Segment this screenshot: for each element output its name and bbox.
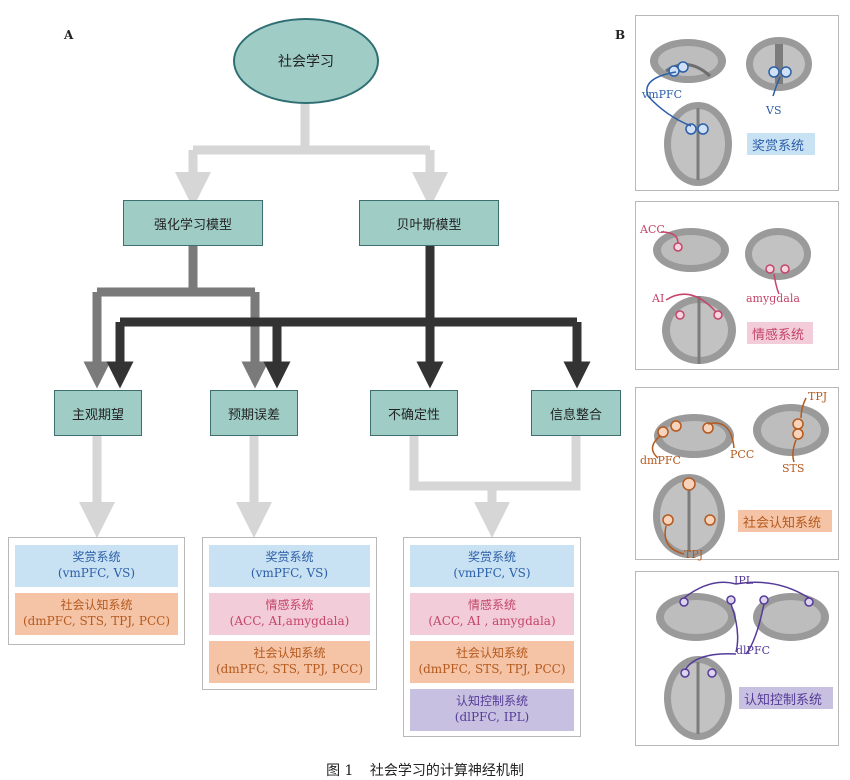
bayes-model-arrows (106, 246, 591, 389)
label-tpj-bottom: TPJ (684, 548, 704, 561)
system-regions: (dmPFC, STS, TPJ, PCC) (215, 662, 364, 676)
system-title: 奖赏系统 (265, 550, 314, 564)
subjective-expectation-box: 主观期望 (54, 390, 142, 436)
affective-system-item: 情感系统 (ACC, AI,amygdala) (209, 593, 370, 635)
reward-system-item: 奖赏系统 (vmPFC, VS) (209, 545, 370, 587)
affective-system-label: 情感系统 (747, 322, 813, 344)
social-cognition-system-item: 社会认知系统 (dmPFC, STS, TPJ, PCC) (209, 641, 370, 683)
system-title: 奖赏系统 (72, 550, 121, 564)
cognitive-control-system-label: 认知控制系统 (739, 687, 833, 709)
reward-system-label: 奖赏系统 (747, 133, 815, 155)
system-title: 情感系统 (265, 598, 314, 612)
root-to-models-arrows (175, 104, 448, 208)
rl-model-arrows (83, 246, 269, 389)
system-regions: (dmPFC, STS, TPJ, PCC) (22, 614, 171, 628)
label-pcc: PCC (730, 448, 755, 461)
affective-system-item: 情感系统 (ACC, AI , amygdala) (410, 593, 574, 635)
information-integration-box: 信息整合 (531, 390, 621, 436)
label-vs: VS (766, 104, 782, 117)
reward-brain-illustration (646, 37, 812, 186)
cognitive-control-brain-panel: IPL dlPFC 认知控制系统 (635, 571, 839, 746)
cognitive-control-system-item: 认知控制系统 (dlPFC, IPL) (410, 689, 574, 731)
label-ai: AI (652, 292, 665, 305)
social-cognition-system-item: 社会认知系统 (dmPFC, STS, TPJ, PCC) (15, 593, 178, 635)
label-sts: STS (782, 462, 805, 475)
system-title: 社会认知系统 (253, 646, 326, 660)
label-tpj-top: TPJ (808, 390, 828, 403)
label-amygdala: amygdala (746, 292, 800, 305)
figure-number: 图 1 (326, 763, 354, 779)
label-acc: ACC (640, 223, 665, 236)
brain-system-group-2: 奖赏系统 (vmPFC, VS) 情感系统 (ACC, AI,amygdala)… (202, 537, 377, 690)
reward-system-item: 奖赏系统 (vmPFC, VS) (15, 545, 178, 587)
system-regions: (vmPFC, VS) (250, 566, 329, 580)
system-title: 社会认知系统 (455, 646, 528, 660)
panel-a-letter: A (64, 28, 74, 42)
system-regions: (ACC, AI,amygdala) (229, 614, 350, 628)
system-title: 奖赏系统 (467, 550, 516, 564)
system-title: 认知控制系统 (455, 694, 528, 708)
label-ipl: IPL (734, 574, 754, 587)
affective-brain-illustration (653, 228, 811, 364)
social-cognition-brain-panel: TPJ dmPFC PCC STS TPJ 社会认知系统 (635, 387, 839, 561)
brain-system-group-3: 奖赏系统 (vmPFC, VS) 情感系统 (ACC, AI , amygdal… (403, 537, 581, 737)
cognitive-control-brain-illustration (656, 581, 829, 740)
system-regions: (vmPFC, VS) (57, 566, 136, 580)
system-title: 社会认知系统 (60, 598, 133, 612)
concept-to-group-arrows (79, 436, 581, 538)
bayes-model-box: 贝叶斯模型 (359, 200, 499, 246)
figure-caption: 图 1 社会学习的计算神经机制 (0, 760, 850, 780)
reward-system-item: 奖赏系统 (vmPFC, VS) (410, 545, 574, 587)
affective-brain-panel: ACC AI amygdala 情感系统 (635, 201, 839, 370)
uncertainty-box: 不确定性 (370, 390, 458, 436)
social-cognition-system-item: 社会认知系统 (dmPFC, STS, TPJ, PCC) (410, 641, 574, 683)
label-vmpfc: vmPFC (642, 88, 683, 101)
figure-title: 社会学习的计算神经机制 (369, 763, 524, 779)
system-regions: (dlPFC, IPL) (454, 710, 530, 724)
label-dlpfc: dlPFC (736, 644, 771, 657)
root-node-social-learning: 社会学习 (233, 18, 379, 104)
label-dmpfc: dmPFC (640, 454, 681, 467)
social-cognition-brain-illustration (651, 397, 829, 558)
system-title: 情感系统 (467, 598, 516, 612)
brain-system-group-1: 奖赏系统 (vmPFC, VS) 社会认知系统 (dmPFC, STS, TPJ… (8, 537, 185, 645)
prediction-error-box: 预期误差 (210, 390, 298, 436)
rl-model-box: 强化学习模型 (123, 200, 263, 246)
panel-b-letter: B (615, 28, 626, 42)
system-regions: (dmPFC, STS, TPJ, PCC) (418, 662, 566, 676)
system-regions: (ACC, AI , amygdala) (428, 614, 556, 628)
social-cognition-system-label: 社会认知系统 (738, 510, 832, 532)
system-regions: (vmPFC, VS) (453, 566, 531, 580)
reward-brain-panel: vmPFC VS 奖赏系统 (635, 15, 839, 191)
